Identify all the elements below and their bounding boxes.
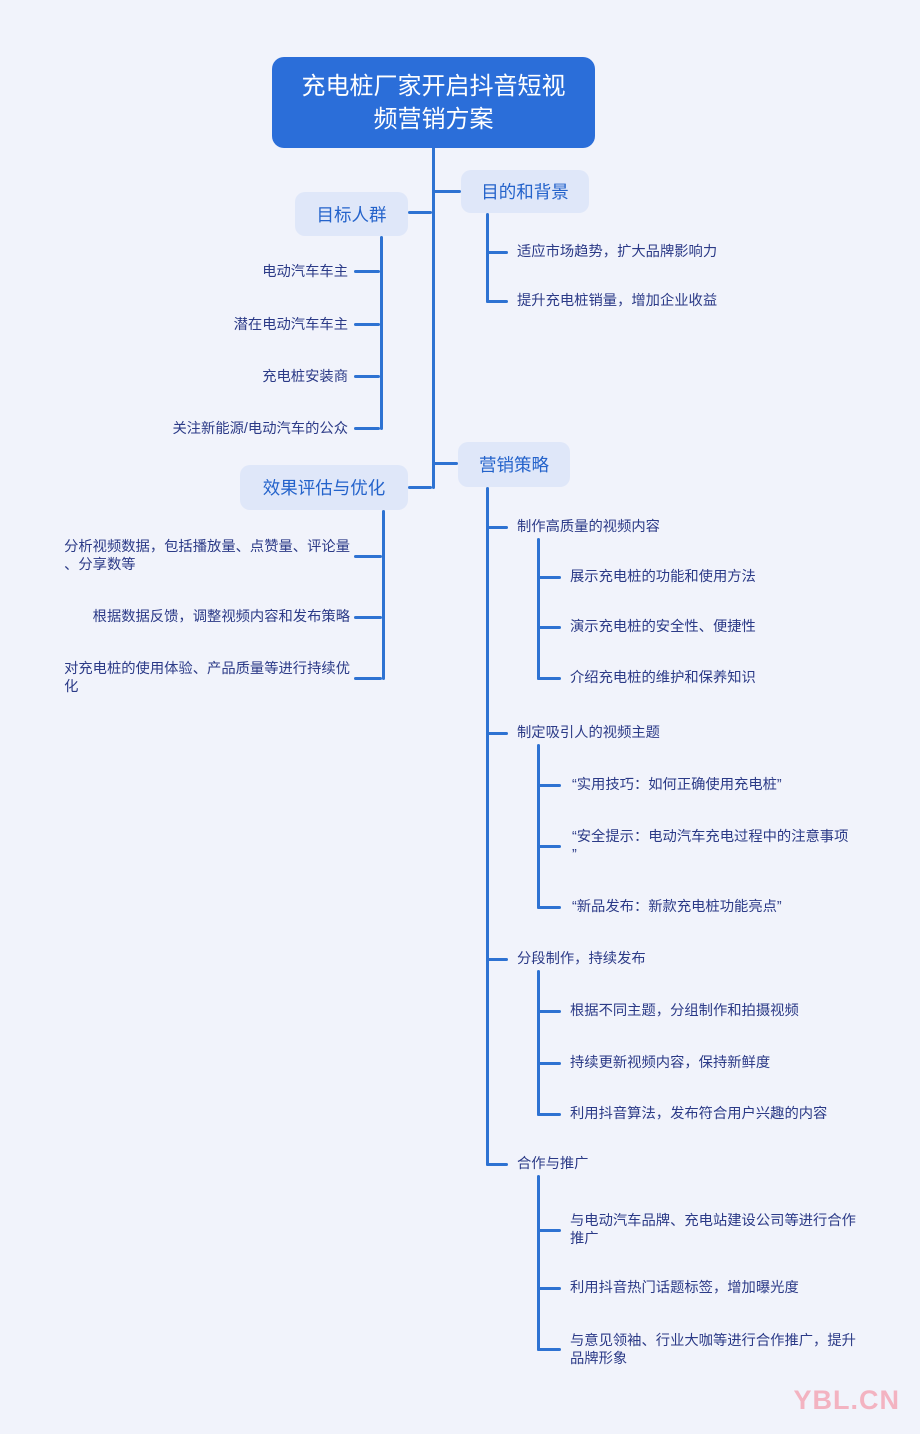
mindmap-leaf: 电动汽车车主 bbox=[262, 264, 348, 280]
mindmap-subtopic: 分段制作，持续发布 bbox=[517, 951, 646, 967]
mindmap-leaf: 展示充电桩的功能和使用方法 bbox=[570, 569, 756, 585]
connector-line bbox=[354, 427, 380, 430]
connector-line bbox=[537, 1113, 561, 1116]
mindmap-leaf: 适应市场趋势，扩大品牌影响力 bbox=[517, 244, 718, 260]
mindmap-leaf: 利用抖音算法，发布符合用户兴趣的内容 bbox=[570, 1106, 828, 1122]
connector-line bbox=[537, 744, 540, 909]
connector-line bbox=[354, 375, 380, 378]
root-node: 充电桩厂家开启抖音短视 频营销方案 bbox=[272, 57, 595, 148]
connector-line bbox=[380, 236, 383, 430]
connector-line bbox=[408, 486, 432, 489]
mindmap-leaf: 演示充电桩的安全性、便捷性 bbox=[570, 619, 756, 635]
branch-marketing-strategy: 营销策略 bbox=[458, 442, 570, 487]
mindmap-leaf: 根据不同主题，分组制作和拍摄视频 bbox=[570, 1003, 799, 1019]
connector-line bbox=[486, 251, 508, 254]
connector-line bbox=[537, 626, 561, 629]
mindmap-leaf: 分析视频数据，包括播放量、点赞量、评论量 、分享数等 bbox=[64, 539, 350, 573]
connector-line bbox=[354, 323, 380, 326]
mindmap-leaf: 对充电桩的使用体验、产品质量等进行持续优 化 bbox=[64, 661, 350, 695]
connector-line bbox=[486, 487, 489, 1166]
mindmap-leaf: 潜在电动汽车车主 bbox=[233, 317, 348, 333]
connector-line bbox=[432, 190, 461, 193]
connector-line bbox=[537, 970, 540, 1116]
connector-line bbox=[537, 677, 561, 680]
connector-line bbox=[537, 1287, 561, 1290]
connector-line bbox=[537, 1010, 561, 1013]
mindmap-leaf: 与意见领袖、行业大咖等进行合作推广，提升 品牌形象 bbox=[570, 1333, 856, 1367]
branch-target-audience: 目标人群 bbox=[295, 192, 408, 236]
mindmap-leaf: 根据数据反馈，调整视频内容和发布策略 bbox=[92, 609, 350, 625]
mindmap-subtopic: 合作与推广 bbox=[517, 1156, 589, 1172]
connector-line bbox=[432, 462, 458, 465]
connector-line bbox=[354, 555, 382, 558]
connector-line bbox=[537, 538, 540, 680]
connector-line bbox=[537, 1229, 561, 1232]
connector-line bbox=[354, 616, 382, 619]
connector-line bbox=[537, 906, 561, 909]
mindmap-leaf: 与电动汽车品牌、充电站建设公司等进行合作 推广 bbox=[570, 1213, 856, 1247]
connector-line bbox=[486, 300, 508, 303]
mindmap-leaf: 提升充电桩销量，增加企业收益 bbox=[517, 293, 718, 309]
connector-line bbox=[354, 677, 382, 680]
mindmap-leaf: “实用技巧：如何正确使用充电桩” bbox=[572, 777, 782, 793]
connector-line bbox=[486, 732, 508, 735]
branch-purpose-background: 目的和背景 bbox=[461, 170, 589, 213]
mindmap-leaf: 持续更新视频内容，保持新鲜度 bbox=[570, 1055, 771, 1071]
connector-line bbox=[537, 1175, 540, 1351]
connector-line bbox=[537, 845, 561, 848]
mindmap-leaf: 充电桩安装商 bbox=[262, 369, 348, 385]
connector-line bbox=[486, 213, 489, 303]
branch-evaluation-optimization: 效果评估与优化 bbox=[240, 465, 408, 510]
connector-line bbox=[486, 958, 508, 961]
connector-line bbox=[382, 510, 385, 680]
connector-line bbox=[432, 147, 435, 489]
mindmap-leaf: 关注新能源/电动汽车的公众 bbox=[172, 421, 348, 437]
mindmap-subtopic: 制作高质量的视频内容 bbox=[517, 519, 660, 535]
mindmap-leaf: 介绍充电桩的维护和保养知识 bbox=[570, 670, 756, 686]
connector-line bbox=[408, 211, 432, 214]
connector-line bbox=[486, 526, 508, 529]
mindmap-leaf: “安全提示：电动汽车充电过程中的注意事项 ” bbox=[572, 829, 849, 863]
connector-line bbox=[537, 1062, 561, 1065]
connector-line bbox=[537, 576, 561, 579]
mindmap-subtopic: 制定吸引人的视频主题 bbox=[517, 725, 660, 741]
mindmap-leaf: 利用抖音热门话题标签，增加曝光度 bbox=[570, 1280, 799, 1296]
connector-line bbox=[537, 1348, 561, 1351]
connector-line bbox=[354, 270, 380, 273]
mindmap-leaf: “新品发布：新款充电桩功能亮点” bbox=[572, 899, 782, 915]
connector-line bbox=[537, 784, 561, 787]
watermark: YBL.CN bbox=[793, 1385, 900, 1415]
connector-line bbox=[486, 1163, 508, 1166]
